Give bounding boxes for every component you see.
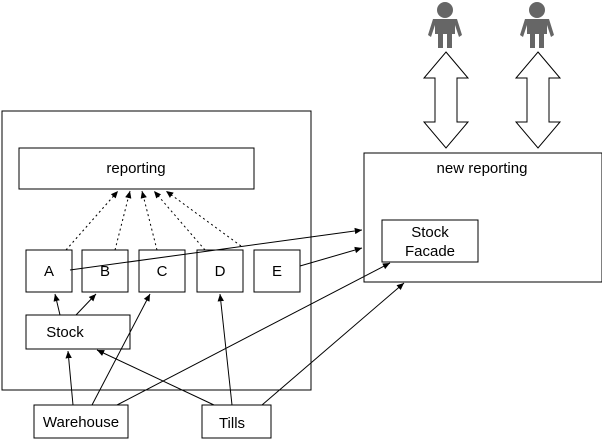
edge-stock-to-a — [53, 293, 61, 316]
edge-tills-to-stock — [96, 349, 215, 406]
double-arrow-left — [422, 51, 470, 149]
edge-tills-to-new-reporting — [261, 282, 405, 406]
edge-a-to-new-reporting — [69, 227, 363, 271]
stock-node[interactable] — [25, 314, 131, 350]
edge-e-to-reporting — [165, 190, 242, 247]
module-a-node[interactable] — [25, 249, 73, 293]
reporting-node[interactable] — [18, 147, 255, 190]
reporting-label: reporting — [106, 160, 165, 177]
stock-label: Stock — [46, 324, 84, 341]
edge-warehouse-to-c — [91, 293, 151, 406]
stock-facade-label-line1: Stock — [411, 224, 449, 241]
module-b-node[interactable] — [81, 249, 129, 293]
module-e-node[interactable] — [253, 249, 301, 293]
edge-tills-to-d — [217, 293, 233, 406]
tills-node[interactable] — [201, 404, 272, 439]
module-e-label: E — [272, 263, 282, 280]
tills-label: Tills — [219, 415, 245, 432]
stock-facade-label-line2: Facade — [405, 243, 455, 260]
double-arrow-right — [514, 51, 562, 149]
module-b-label: B — [100, 263, 110, 280]
edge-stock-to-b — [75, 293, 97, 316]
person-icon — [428, 2, 462, 48]
edge-warehouse-to-stock — [65, 350, 74, 406]
module-d-label: D — [215, 263, 226, 280]
edge-a-to-reporting — [65, 190, 119, 251]
warehouse-label: Warehouse — [43, 414, 119, 431]
stock-facade-node[interactable] — [381, 219, 479, 263]
person-icon — [520, 2, 554, 48]
warehouse-node[interactable] — [33, 404, 129, 439]
edge-e-to-new-reporting — [299, 246, 363, 267]
edge-c-to-reporting — [140, 190, 158, 251]
new-reporting-label: new reporting — [437, 160, 528, 177]
module-a-label: A — [44, 263, 54, 280]
module-d-node[interactable] — [196, 249, 244, 293]
module-c-label: C — [157, 263, 168, 280]
edge-b-to-reporting — [114, 190, 132, 251]
